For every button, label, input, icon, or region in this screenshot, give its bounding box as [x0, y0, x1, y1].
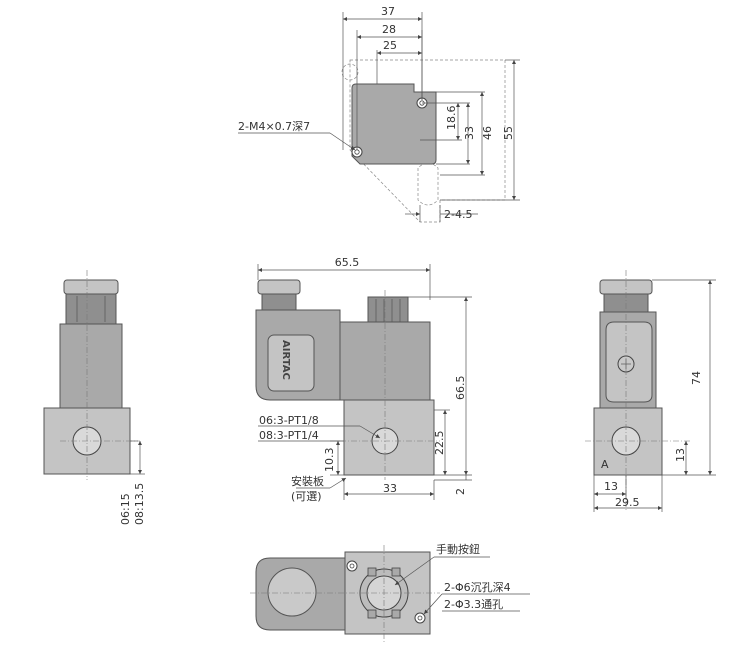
port-label-08: 08:3-PT1/4 — [259, 429, 319, 442]
mount-plate-label: 安裝板 — [291, 474, 324, 488]
bottom-hole-2 — [414, 612, 426, 624]
front-view: AIRTAC 65.5 66.5 22.5 2 — [255, 256, 472, 503]
dim-top-37: 37 — [381, 5, 395, 18]
dim-front-33: 33 — [383, 482, 397, 495]
dim-top-46: 46 — [481, 126, 494, 140]
dim-right-13-h: 13 — [604, 480, 618, 493]
dim-front-2: 2 — [454, 488, 467, 495]
dim-top-18-6: 18.6 — [445, 106, 458, 131]
dim-right-74: 74 — [690, 371, 703, 385]
through-hole-label: 2-Φ3.3通孔 — [444, 598, 503, 611]
dim-top-2-4-5: 2-4.5 — [444, 208, 472, 221]
top-view-ghost-hole-top — [341, 63, 359, 81]
dim-left-08: 08:13.5 — [133, 483, 146, 525]
top-view-ghost-slot — [417, 162, 439, 206]
dim-right-29-5: 29.5 — [615, 496, 640, 509]
bottom-hole-1 — [346, 560, 358, 572]
top-view: 37 28 25 18.6 33 46 55 2-4.5 2-M4×0.7深7 — [238, 5, 520, 223]
right-view-port-mark: A — [601, 458, 609, 471]
dim-left-06: 06:15 — [119, 493, 132, 525]
mount-plate-note: (可選) — [291, 490, 322, 503]
dim-top-55: 55 — [502, 126, 515, 140]
brand-logo: AIRTAC — [280, 340, 291, 380]
dim-top-33: 33 — [463, 126, 476, 140]
counterbore-label: 2-Φ6沉孔深4 — [444, 581, 511, 594]
dim-top-28: 28 — [382, 23, 396, 36]
port-label-06: 06:3-PT1/8 — [259, 414, 319, 427]
top-view-body — [351, 83, 437, 165]
thread-label: 2-M4×0.7深7 — [238, 120, 310, 133]
dim-front-22-5: 22.5 — [433, 431, 446, 456]
dim-front-66-5: 66.5 — [454, 376, 467, 401]
bottom-view: 手動按鈕 2-Φ6沉孔深4 2-Φ3.3通孔 — [250, 542, 530, 642]
dim-front-65-5: 65.5 — [335, 256, 360, 269]
dim-right-13-v: 13 — [674, 448, 687, 462]
dim-front-10-3: 10.3 — [323, 448, 336, 473]
dim-top-25: 25 — [383, 39, 397, 52]
right-view: A 74 13 13 29.5 — [585, 270, 716, 512]
left-view: 06:15 08:13.5 — [43, 270, 146, 525]
manual-button-label: 手動按鈕 — [436, 542, 480, 556]
